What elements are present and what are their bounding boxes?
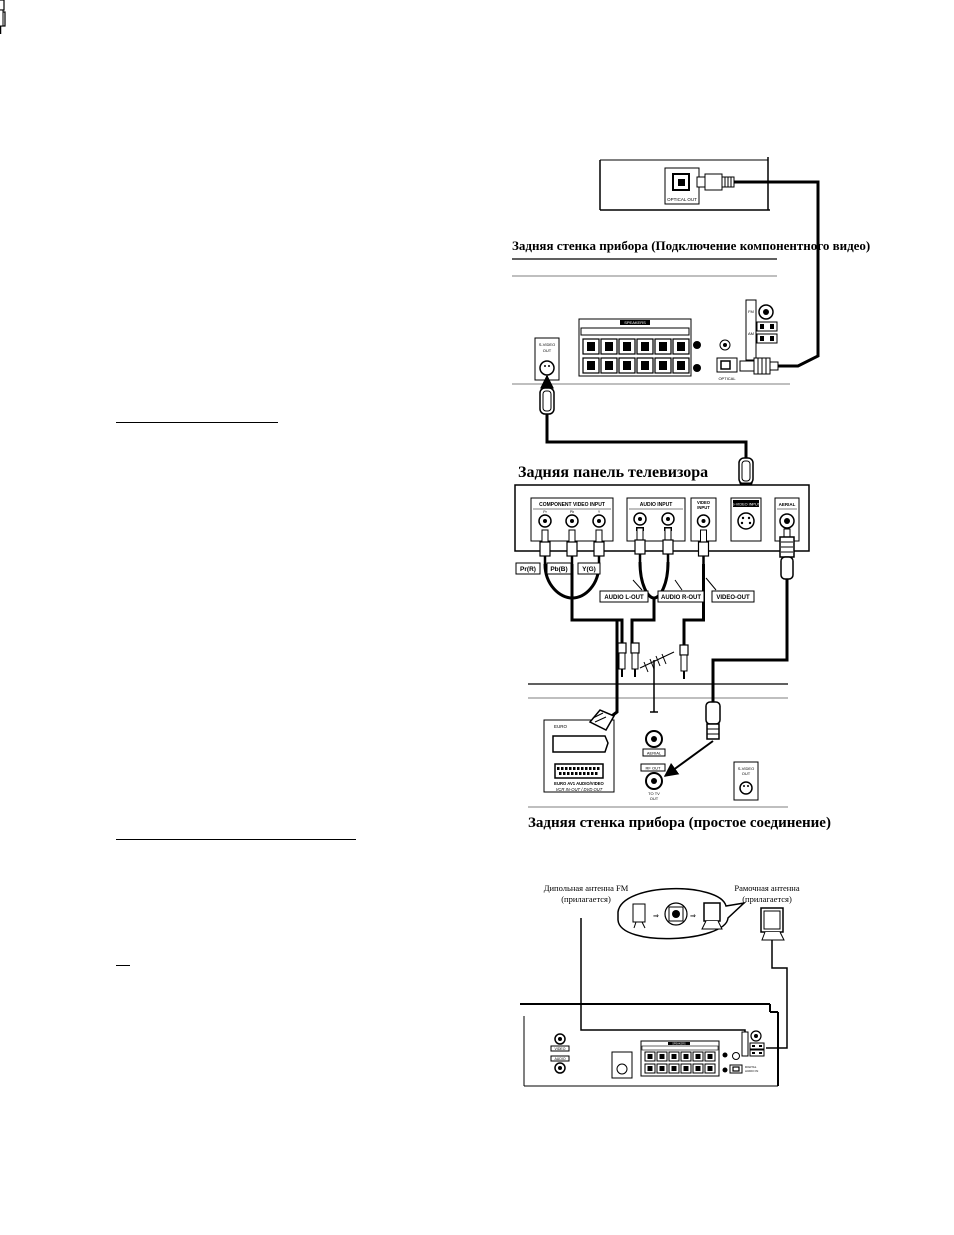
svg-text:S-VIDEO: S-VIDEO xyxy=(539,342,555,347)
optical-plug-top xyxy=(696,173,735,191)
svg-text:VCR IN-OUT / DVD OUT: VCR IN-OUT / DVD OUT xyxy=(556,787,603,792)
s-video-jack-simple: S-VIDEO OUT xyxy=(733,761,759,801)
svg-text:⇒: ⇒ xyxy=(690,913,696,920)
svg-text:VIDEO: VIDEO xyxy=(555,1047,566,1051)
minus-sign xyxy=(693,364,701,372)
svg-text:S-VIDEO INPUT: S-VIDEO INPUT xyxy=(732,503,761,507)
svg-text:AUDIO IN: AUDIO IN xyxy=(745,1069,758,1073)
svg-text:VIDEO: VIDEO xyxy=(697,500,711,505)
optical-in-jack: OPTICAL xyxy=(716,339,738,381)
rca-plugs xyxy=(0,0,710,566)
label-audio-r: AUDIO R-OUT xyxy=(661,595,701,601)
svg-text:S-VIDEO: S-VIDEO xyxy=(738,766,754,771)
am-antenna-label: Рамочная антенна xyxy=(734,883,799,893)
bottom-rear-panel: VIDEO AUDIO SPEAKERS DIGITAL AUDIO IN xyxy=(520,1003,779,1087)
s-video-out-jack: S-VIDEO OUT xyxy=(534,337,560,381)
svg-text:SPEAKERS: SPEAKERS xyxy=(672,1043,686,1046)
svg-text:AUDIO: AUDIO xyxy=(554,1057,565,1061)
svg-text:AM: AM xyxy=(748,331,754,336)
optical-out-label: OPTICAL OUT xyxy=(667,197,697,202)
speaker-terminals: SPEAKERS xyxy=(578,318,692,377)
caption-rear-component: Задняя стенка прибора (Подключение компо… xyxy=(512,238,871,253)
antenna-terminals: FM AM xyxy=(745,299,778,361)
svg-text:FM: FM xyxy=(748,309,754,314)
svg-text:DIGITAL: DIGITAL xyxy=(745,1065,757,1069)
svg-text:AERIAL: AERIAL xyxy=(779,502,796,507)
fm-antenna-sub: (прилагается) xyxy=(561,894,611,904)
antenna-symbol-icon xyxy=(639,651,675,713)
svg-text:Pb: Pb xyxy=(570,510,574,514)
left-underline-1 xyxy=(116,422,278,423)
svg-text:AUDIO INPUT: AUDIO INPUT xyxy=(640,502,673,508)
am-antenna-wire xyxy=(766,940,788,1049)
svg-text:EURO AV1 AUDIO/VIDEO: EURO AV1 AUDIO/VIDEO xyxy=(554,781,604,786)
aerial-cable-tv xyxy=(711,579,789,702)
aerial-jack-device: AERIAL xyxy=(642,730,666,757)
label-video-out: VIDEO-OUT xyxy=(716,595,750,601)
plus-sign xyxy=(693,341,701,349)
s-video-cable xyxy=(539,374,754,497)
rf-out-jack: RF OUT TO TV OUT xyxy=(640,763,666,801)
svg-text:SPEAKERS: SPEAKERS xyxy=(624,320,646,325)
svg-text:RF OUT: RF OUT xyxy=(646,766,661,771)
rf-plug xyxy=(663,701,721,777)
svg-text:⇒: ⇒ xyxy=(653,913,659,920)
label-pr: Pr(R) xyxy=(520,566,536,573)
svg-text:OUT: OUT xyxy=(543,348,552,353)
label-pb: Pb(B) xyxy=(550,566,567,573)
svg-text:EURO: EURO xyxy=(554,724,568,729)
scart-plug xyxy=(588,709,616,731)
svg-text:OUT: OUT xyxy=(650,796,659,801)
fm-antenna-label: Дипольная антенна FM xyxy=(544,883,629,893)
svg-text:Y: Y xyxy=(598,510,601,514)
left-underline-2 xyxy=(116,839,356,840)
scart-connector: EURO EURO AV1 AUDIO/VIDEO VCR IN-OUT / D… xyxy=(543,719,615,793)
cable-labels: Pr(R) Pb(B) Y(G) AUDIO L-OUT AUDIO R-OUT… xyxy=(515,562,755,603)
svg-text:TO TV: TO TV xyxy=(648,791,660,796)
am-antenna-sub: (прилагается) xyxy=(742,894,792,904)
scart-cable xyxy=(603,620,624,724)
aerial-plug-tv xyxy=(779,528,795,580)
lower-rca-plugs xyxy=(0,0,689,680)
optical-plug-rear xyxy=(739,357,779,375)
left-underline-3 xyxy=(116,965,130,966)
am-assembly-bubble: ⇒ ⇒ xyxy=(617,887,747,940)
svg-text:OUT: OUT xyxy=(742,771,751,776)
label-y: Y(G) xyxy=(582,566,596,573)
svg-text:INPUT: INPUT xyxy=(697,505,710,510)
svg-text:Pr: Pr xyxy=(543,510,547,514)
optical-cable xyxy=(734,180,820,368)
label-audio-l: AUDIO L-OUT xyxy=(604,595,644,601)
am-loop-antenna-icon xyxy=(760,907,785,941)
svg-text:AERIAL: AERIAL xyxy=(647,751,662,756)
svg-text:COMPONENT VIDEO INPUT: COMPONENT VIDEO INPUT xyxy=(539,502,605,508)
caption-rear-simple: Задняя стенка прибора (простое соединени… xyxy=(528,815,831,831)
svg-text:OPTICAL: OPTICAL xyxy=(718,376,736,381)
tv-rear-panel: COMPONENT VIDEO INPUT Pr Pb Y AUDIO INPU… xyxy=(514,484,810,552)
caption-tv-rear: Задняя панель телевизора xyxy=(518,464,709,481)
